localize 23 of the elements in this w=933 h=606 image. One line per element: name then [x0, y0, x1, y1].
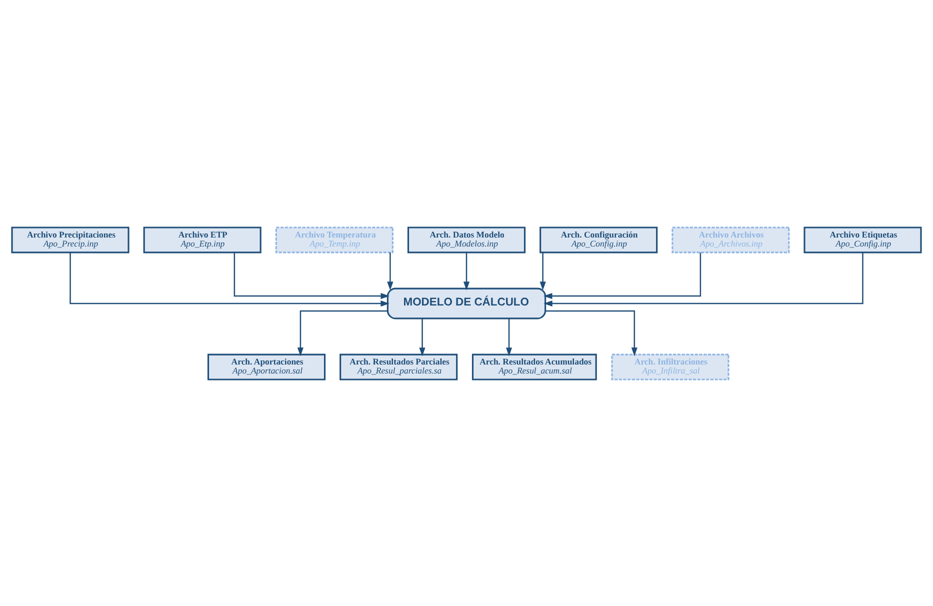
- arrow: [506, 318, 512, 356]
- arrow: [419, 318, 426, 356]
- node-box: Arch. Infiltraciones Apo_Infiltra_sal: [611, 353, 730, 380]
- node-box: Archivo Archivos Apo_Archivos.inp: [672, 226, 790, 253]
- node-box: Arch. Datos Modelo Apo_Modelos.inp: [407, 226, 526, 253]
- arrow: [234, 252, 390, 299]
- arrow: [387, 252, 394, 290]
- node-box: Arch. Resultados Parciales Apo_Resul_parciales.sa: [340, 353, 458, 380]
- arrow: [544, 252, 702, 299]
- node-box: Arch. Aportaciones Apo_Aportacion.sal: [207, 353, 326, 380]
- node-box: Archivo Temperatura Apo_Temp.inp: [275, 226, 394, 253]
- node-box: Archivo Precipitaciones Apo_Precip.inp: [11, 226, 130, 253]
- arrow: [70, 252, 390, 306]
- node-box: Arch. Configuración Apo_Config.inp: [540, 226, 658, 253]
- arrow: [544, 252, 864, 306]
- node-box: Arch. Resultados Acumulados Apo_Resul_acum.sal: [472, 353, 597, 380]
- node-box: Archivo ETP Apo_Etp.inp: [143, 226, 262, 253]
- arrow: [540, 252, 546, 290]
- arrow: [297, 310, 388, 356]
- arrow: [463, 252, 470, 290]
- arrow: [546, 310, 638, 356]
- node-box: MODELO DE CÁLCULO: [386, 287, 546, 319]
- node-box: Archivo Etiquetas Apo_Config.inp: [804, 226, 922, 253]
